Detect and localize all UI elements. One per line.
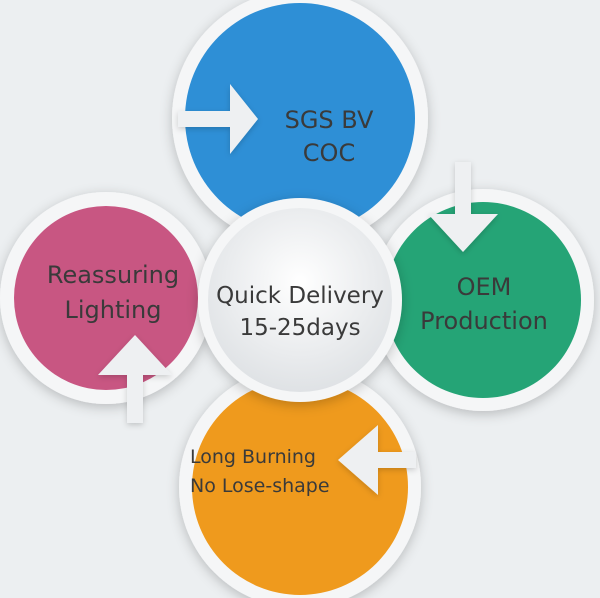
- left-node: [0, 192, 212, 404]
- right-label-line2: Production: [420, 307, 548, 335]
- arrow-up-icon: [98, 335, 172, 423]
- center-node: [198, 198, 402, 402]
- arrow-left-icon: [338, 425, 416, 495]
- arrow-right-icon: [178, 84, 258, 154]
- bottom-node: [179, 366, 421, 598]
- top-node: [172, 0, 428, 246]
- arrow-down-icon: [428, 162, 498, 252]
- left-label-line2: Lighting: [64, 296, 161, 324]
- right-node: [372, 189, 594, 411]
- top-label-line2: COC: [303, 139, 355, 167]
- bottom-label-line1: Long Burning: [190, 446, 316, 468]
- bottom-label-line2: No Lose-shape: [190, 475, 330, 497]
- left-label-line1: Reassuring: [47, 261, 179, 289]
- top-label-line1: SGS BV: [285, 106, 374, 134]
- center-label-line1: Quick Delivery: [216, 283, 384, 309]
- center-label-line2: 15-25days: [239, 315, 360, 341]
- right-label-line1: OEM: [457, 273, 512, 301]
